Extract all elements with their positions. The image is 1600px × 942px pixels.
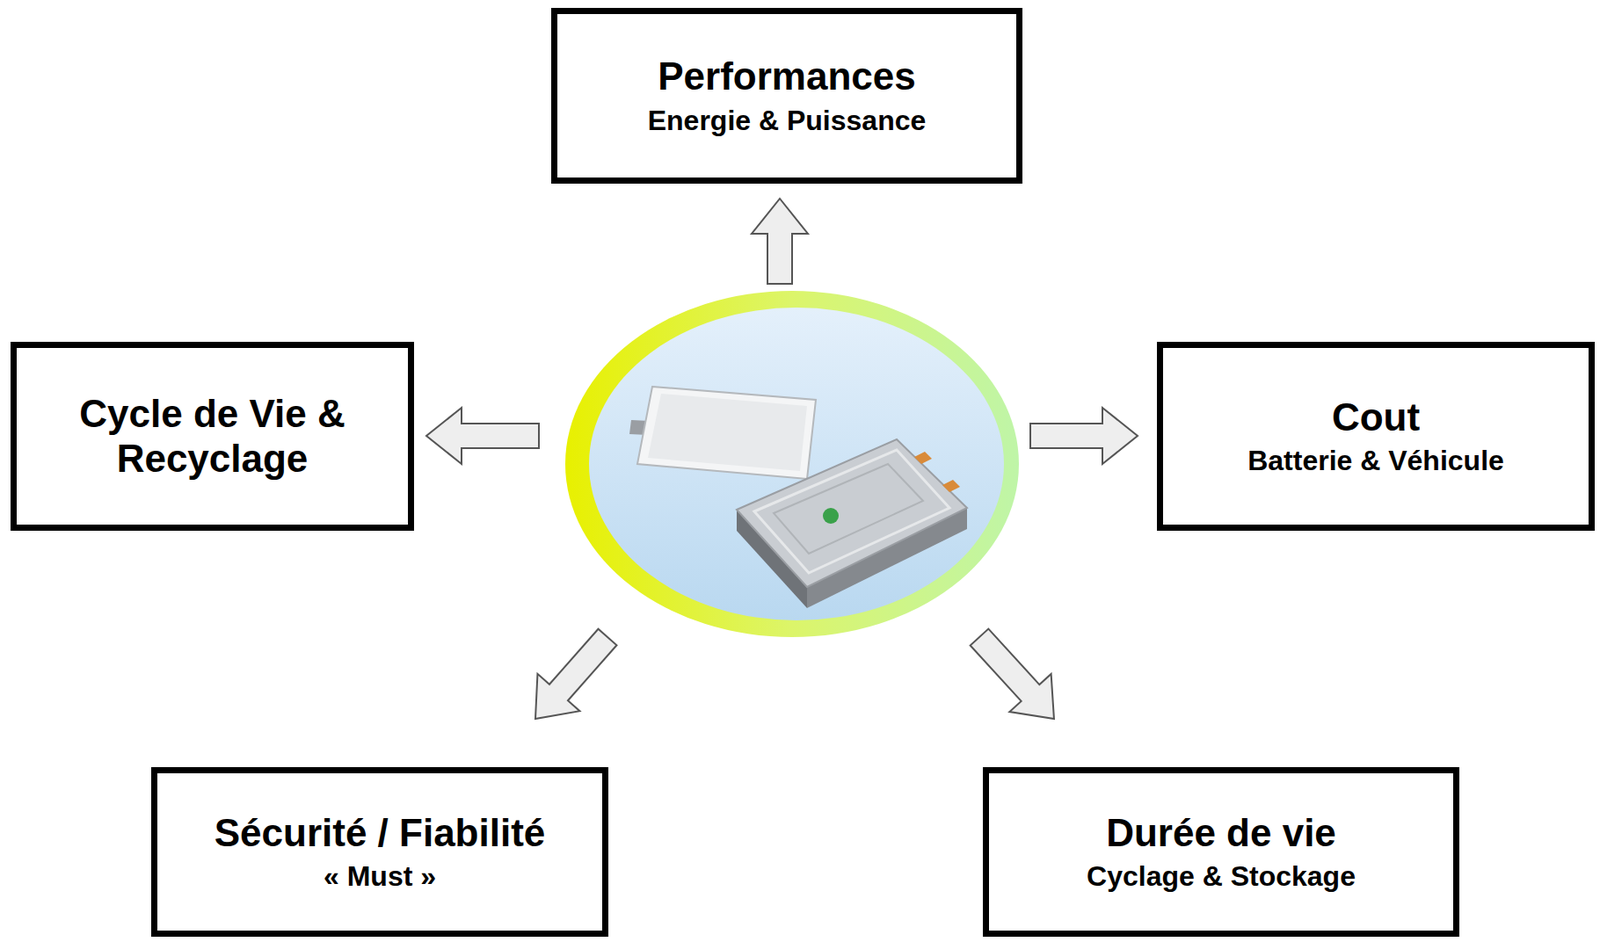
hollow-arrow xyxy=(426,407,539,465)
text-box: Cycle de Vie & Recyclage xyxy=(10,341,415,531)
box-title: Durée de vie xyxy=(1105,811,1337,857)
battery-module xyxy=(736,439,968,609)
text-box: PerformancesEnergie & Puissance xyxy=(551,7,1023,184)
hollow-arrow xyxy=(1030,407,1138,465)
box-subtitle: Energie & Puissance xyxy=(647,104,927,138)
hollow-arrow xyxy=(514,618,629,738)
box-subtitle: « Must » xyxy=(323,860,437,894)
box-title: Cycle de Vie & Recyclage xyxy=(41,392,385,481)
hollow-arrow xyxy=(958,618,1075,738)
center-oval xyxy=(565,290,1019,638)
box-title: Sécurité / Fiabilité xyxy=(214,811,546,857)
pouch-cell xyxy=(629,386,816,480)
text-box: CoutBatterie & Véhicule xyxy=(1156,341,1595,531)
box-title: Performances xyxy=(657,54,916,100)
box-subtitle: Cyclage & Stockage xyxy=(1086,860,1356,894)
text-box: Sécurité / Fiabilité« Must » xyxy=(151,767,609,938)
text-box: Durée de vieCyclage & Stockage xyxy=(982,767,1460,938)
box-subtitle: Batterie & Véhicule xyxy=(1247,444,1505,478)
box-title: Cout xyxy=(1331,395,1420,441)
hollow-arrow xyxy=(751,198,808,284)
